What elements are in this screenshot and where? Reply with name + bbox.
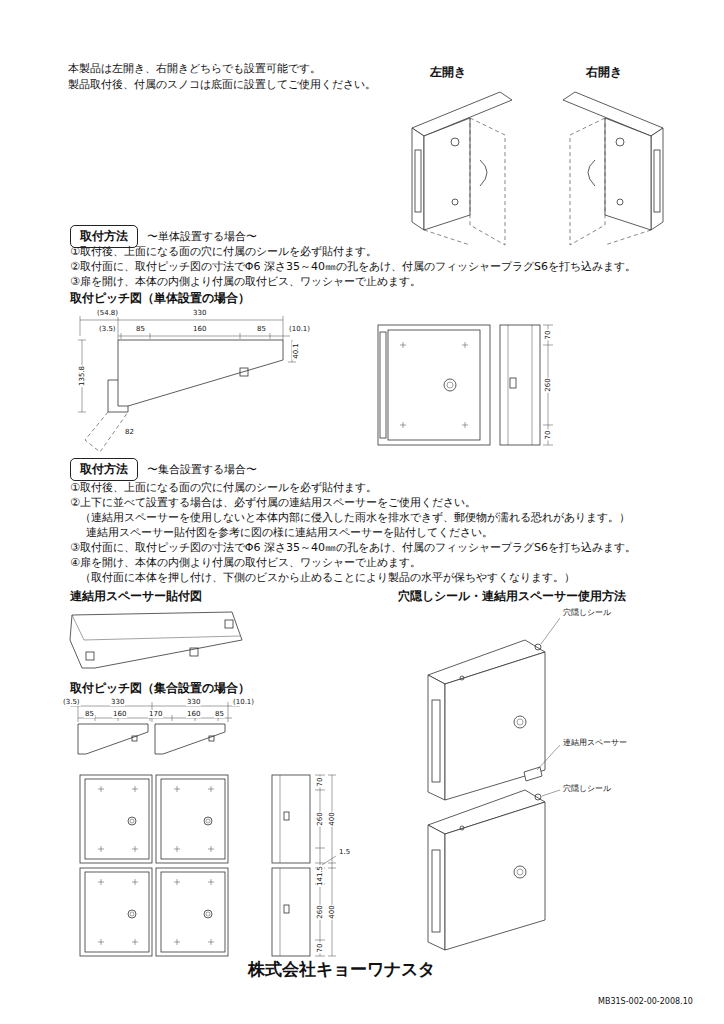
company-name: 株式会社キョーワナスタ [248,960,435,980]
section-subtitle: 〜単体設置する場合〜 [147,230,257,243]
instruction-text: （取付面に本体を押し付け、下側のビスから止めることにより製品の水平が保ちやすくな… [80,572,575,585]
instruction-text: （連結用スペーサーを使用しないと本体内部に侵入した雨水を排水できず、郵便物が濡れ… [80,512,630,525]
dimension-label: 70 [316,777,324,788]
instruction-text: ②取付面に、取付ピッチ図の寸法でΦ6 深さ35～40㎜の孔をあけ、付属のフィッシ… [70,261,636,274]
section-heading: 左開き [430,66,466,80]
callout-label: 連結用スペーサー [563,738,627,747]
dimension-label: 85 [135,325,146,333]
dimension-label: (10.1) [232,698,255,706]
instruction-text: ①取付後、上面になる面の穴に付属のシールを必ず貼付ます。 [70,482,377,495]
dimension-label: (3.5) [98,325,117,333]
dimension-label: (3.5) [62,698,81,706]
dimension-label: 82 [124,428,135,436]
instruction-text: ③扉を開け、本体の内側より付属の取付ビス、ワッシャーで止めます。 [70,276,421,289]
intro-note: 製品取付後、付属のスノコは底面に設置してご使用ください。 [68,79,376,92]
dimension-label: 70 [544,330,552,341]
dimension-label: 135.8 [78,365,86,387]
dimension-label: 170 [148,710,163,718]
section-subtitle: 〜集合設置する場合〜 [147,463,257,476]
dimension-label: 141.5 [316,865,324,887]
instruction-text: ④扉を開け、本体の内側より付属の取付ビス、ワッシャーで止めます。 [70,557,421,570]
dimension-label: 1.5 [338,848,351,856]
dimension-label: (54.8) [96,309,119,317]
dimension-label: 160 [112,710,127,718]
section-tab: 取付方法〜単体設置する場合〜 [70,225,138,248]
dimension-label: 85 [256,325,267,333]
dimension-label: 85 [214,710,225,718]
section-heading: 取付ピッチ図（単体設置の場合） [70,292,250,306]
dimension-label: 330 [186,698,201,706]
section-heading: 穴隠しシール・連結用スペーサー使用方法 [398,590,626,604]
dimension-label: 330 [110,698,125,706]
instruction-text: ③取付面に、取付ピッチ図の寸法でΦ6 深さ35～40㎜の孔をあけ、付属のフィッシ… [70,542,636,555]
section-title: 取付方法 [80,229,128,243]
dimension-label: 400 [328,811,336,826]
intro-note: 本製品は左開き、右開きどちらでも設置可能です。 [68,63,321,76]
section-heading: 連結用スペーサー貼付図 [70,590,202,604]
callout-label: 穴隠しシール [563,608,611,617]
callout-label: 穴隠しシール [563,784,611,793]
instruction-text: ②上下に並べて設置する場合は、必ず付属の連結用スペーサーをご使用ください。 [70,497,476,510]
dimension-label: 70 [316,943,324,954]
dimension-label: 260 [316,904,324,919]
dimension-label: 85 [84,710,95,718]
dimension-label: 40.1 [292,342,300,360]
dimension-label: 160 [186,710,201,718]
instruction-text: 連結用スペーサー貼付図を参考に図の様に連結用スペーサーを貼付してください。 [86,527,493,540]
dimension-label: 260 [544,377,552,392]
dimension-label: (10.1) [288,325,311,333]
dimension-label: 260 [316,811,324,826]
dimension-label: 70 [544,430,552,441]
dimension-label: 160 [192,325,207,333]
section-heading: 右開き [586,66,622,80]
dimension-label: 400 [328,904,336,919]
document-code: MB31S-002-00-2008.10 [598,997,693,1006]
dimension-label: 330 [192,309,207,317]
section-tab: 取付方法〜集合設置する場合〜 [70,458,138,481]
section-title: 取付方法 [80,462,128,476]
section-heading: 取付ピッチ図（集合設置の場合） [70,682,250,696]
